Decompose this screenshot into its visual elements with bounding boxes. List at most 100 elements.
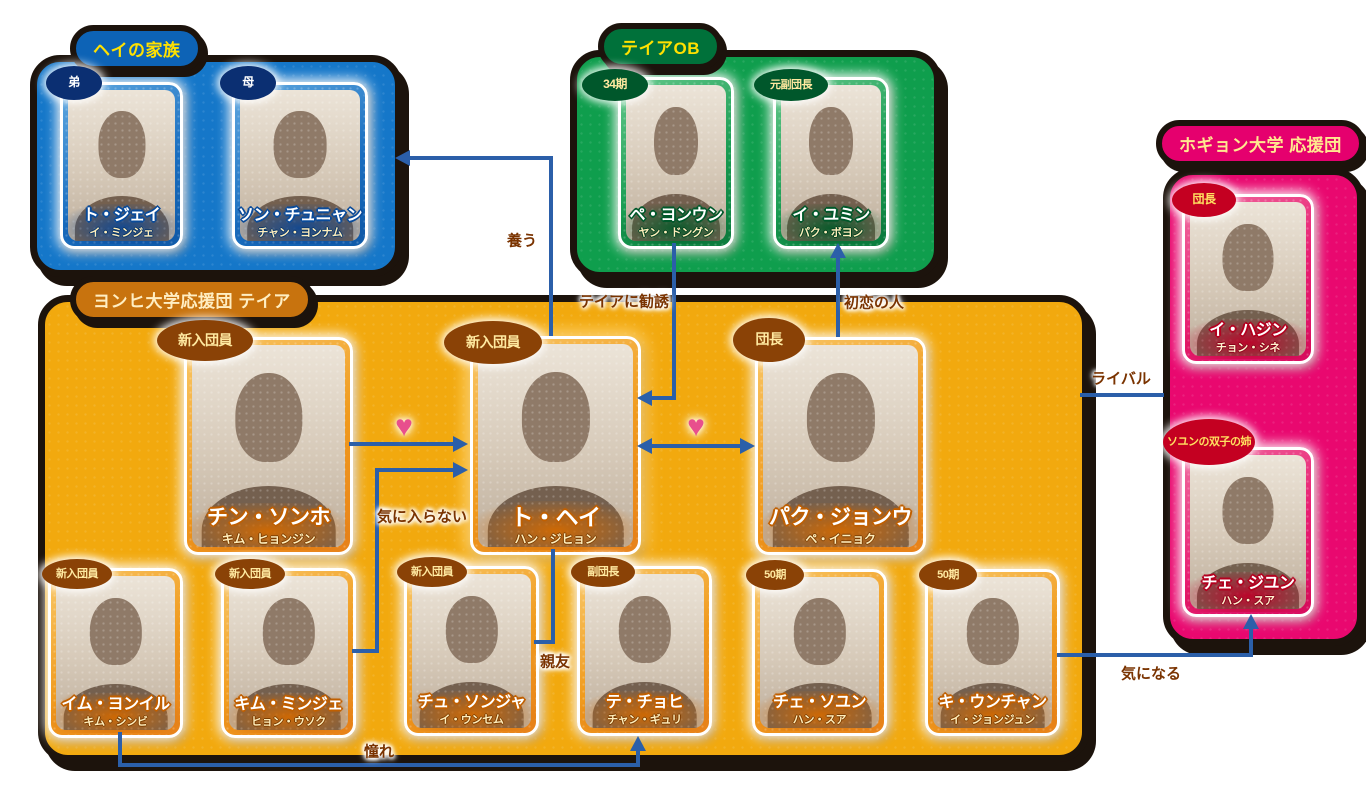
badge-son-chunyan: 母 — [220, 66, 276, 100]
char-name: ト・ジェイ — [82, 207, 161, 225]
badge-im-yonil: 新入団員 — [42, 559, 112, 589]
group-title-family: ヘイの家族 — [70, 25, 204, 72]
card-pak-jonu: パク・ジョンウ ペ・イニョク — [755, 337, 926, 555]
char-name: イ・ハジン — [1209, 322, 1287, 340]
badge-to-hei: 新入団員 — [444, 321, 542, 364]
group-title-hogyong: ホギョン大学 応援団 — [1156, 120, 1365, 167]
card-im-yonil: イム・ヨンイル キム・シンビ — [48, 568, 183, 738]
arrowhead-love-mutual-right — [740, 438, 755, 454]
card-che-jiyun: チェ・ジユン ハン・スア — [1182, 447, 1314, 617]
char-name: イム・ヨンイル — [61, 696, 170, 714]
relation-label-best-friend: 親友 — [539, 653, 571, 671]
badge-che-jiyun: ソユンの双子の姉 — [1163, 419, 1255, 465]
char-name: チェ・ジユン — [1201, 575, 1295, 593]
arrowhead-raise — [395, 150, 410, 166]
badge-te-chohi: 副団長 — [571, 557, 635, 587]
card-chu-sonja: チュ・ソンジャ イ・ウンセム — [404, 566, 539, 736]
relation-label-first-love: 初恋の人 — [843, 294, 905, 312]
relation-label-interested: 気になる — [1120, 665, 1182, 683]
actor-name: イ・ミンジェ — [89, 226, 154, 239]
line-rival — [1080, 393, 1164, 397]
relation-label-raise: 養う — [506, 232, 538, 250]
card-chin-sonho: チン・ソンホ キム・ヒョンジン — [184, 337, 353, 555]
card-che-soyun: チェ・ソユン ハン・スア — [752, 569, 887, 736]
arrowhead-love-one-way — [453, 436, 468, 452]
arrowhead-love-mutual-left — [637, 438, 652, 454]
actor-name: パク・ボヨン — [799, 226, 863, 239]
line-first-love-v — [836, 254, 840, 337]
card-kim-minje: キム・ミンジェ ヒョン・ウソク — [221, 568, 356, 738]
actor-name: チャン・ギュリ — [607, 713, 682, 726]
arrowhead-dislike — [453, 462, 468, 478]
badge-to-jei: 弟 — [46, 66, 102, 100]
char-name: チェ・ソユン — [772, 694, 867, 712]
line-recruit-h — [651, 396, 676, 400]
badge-kim-minje: 新入団員 — [215, 559, 285, 589]
actor-name: イ・ウンセム — [439, 713, 504, 726]
card-to-jei: ト・ジェイ イ・ミンジェ — [60, 82, 183, 249]
arrowhead-first-love — [830, 243, 846, 258]
actor-name: キム・ヒョンジン — [221, 531, 316, 546]
relation-label-admire: 憧れ — [363, 743, 395, 761]
line-love-mutual — [650, 444, 742, 448]
line-dislike-h1 — [352, 649, 379, 653]
card-i-hajin: イ・ハジン チョン・シネ — [1182, 194, 1314, 364]
actor-name: ヒョン・ウソク — [251, 715, 326, 728]
badge-ki-unchan: 50期 — [919, 560, 977, 590]
char-name: チュ・ソンジャ — [417, 694, 526, 712]
badge-i-yumin: 元副団長 — [754, 69, 828, 101]
heart-icon: ♥ — [395, 410, 413, 443]
char-name: ト・ヘイ — [510, 504, 602, 531]
char-name: キ・ウンチャン — [938, 694, 1047, 712]
actor-name: ハン・ジヒョン — [514, 531, 597, 546]
relation-label-rival: ライバル — [1091, 370, 1151, 388]
relation-label-recruit: テイアに勧誘 — [578, 293, 670, 311]
badge-pak-jonu: 団長 — [733, 318, 805, 362]
char-name: チン・ソンホ — [207, 506, 331, 530]
badge-pe-yonun: 34期 — [582, 69, 648, 101]
line-raise-h — [408, 156, 553, 160]
arrowhead-admire — [630, 736, 646, 751]
char-name: テ・チョヒ — [605, 694, 684, 712]
char-name: キム・ミンジェ — [234, 696, 343, 714]
line-love-one-way — [349, 442, 455, 446]
line-admire-v2 — [636, 750, 640, 765]
actor-name: チョン・シネ — [1215, 341, 1281, 354]
line-dislike-v — [375, 468, 379, 653]
actor-name: ハン・スア — [1221, 594, 1275, 607]
char-name: ソン・チュニャン — [237, 207, 363, 225]
badge-i-hajin: 団長 — [1172, 183, 1236, 217]
card-te-chohi: テ・チョヒ チャン・ギュリ — [577, 566, 712, 736]
badge-chu-sonja: 新入団員 — [397, 557, 467, 587]
arrowhead-interested — [1243, 614, 1259, 629]
line-best-friend-v — [551, 549, 555, 644]
line-best-friend-h — [534, 640, 555, 644]
char-name: パク・ジョンウ — [768, 506, 913, 530]
line-admire-h — [118, 763, 640, 767]
card-pe-yonun: ペ・ヨンウン ヤン・ドングン — [618, 77, 734, 249]
card-i-yumin: イ・ユミン パク・ボヨン — [773, 77, 889, 249]
card-to-hei: ト・ヘイ ハン・ジヒョン — [470, 336, 641, 555]
line-interested-v — [1249, 628, 1253, 655]
char-name: ペ・ヨンウン — [629, 207, 723, 225]
arrowhead-recruit — [637, 390, 652, 406]
actor-name: ヤン・ドングン — [638, 226, 714, 239]
actor-name: チャン・ヨンナム — [257, 226, 343, 239]
line-interested-h — [1057, 653, 1253, 657]
card-son-chunyan: ソン・チュニャン チャン・ヨンナム — [232, 82, 368, 249]
group-title-teia-ob: テイアOB — [598, 23, 723, 70]
heart-icon: ♥ — [687, 410, 705, 443]
line-admire-v1 — [118, 732, 122, 767]
line-raise-v — [549, 156, 553, 336]
line-dislike-h2 — [375, 468, 455, 472]
group-title-teia: ヨンヒ大学応援団 テイア — [70, 276, 314, 323]
actor-name: ハン・スア — [792, 713, 847, 726]
actor-name: ペ・イニョク — [805, 531, 876, 546]
line-recruit-v — [672, 243, 676, 400]
char-name: イ・ユミン — [792, 207, 870, 225]
actor-name: キム・シンビ — [83, 715, 148, 728]
badge-chin-sonho: 新入団員 — [157, 320, 253, 361]
badge-che-soyun: 50期 — [746, 560, 804, 590]
actor-name: イ・ジョンジュン — [950, 713, 1035, 726]
